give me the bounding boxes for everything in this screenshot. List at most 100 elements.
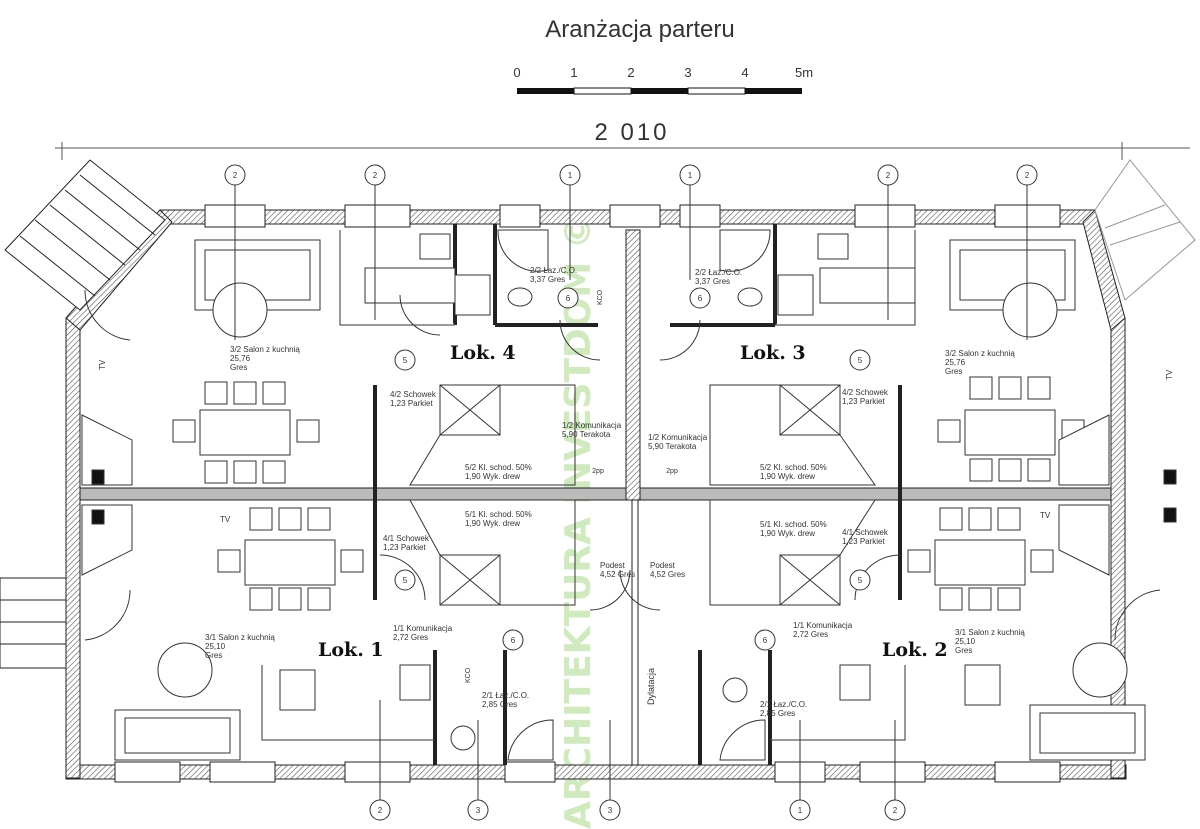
svg-text:1/2 Komunikacja: 1/2 Komunikacja bbox=[648, 433, 708, 442]
scale-bar: 0 1 2 3 4 5m bbox=[513, 65, 813, 95]
unit-label-lok-1: Lok. 1 bbox=[318, 639, 384, 661]
canopy-left bbox=[4, 159, 166, 311]
svg-text:Podest: Podest bbox=[600, 561, 626, 570]
svg-text:1,90 Wyk. drew: 1,90 Wyk. drew bbox=[465, 519, 520, 528]
svg-text:5/2 Kl. schod. 50%: 5/2 Kl. schod. 50% bbox=[760, 463, 827, 472]
doors bbox=[84, 289, 1161, 641]
tv-label: TV bbox=[98, 359, 107, 370]
svg-text:4/2 Schowek: 4/2 Schowek bbox=[842, 388, 889, 397]
svg-text:1,23 Parkiet: 1,23 Parkiet bbox=[842, 397, 885, 406]
partitions bbox=[373, 224, 902, 765]
axis-marker-labels: 2 2 1 1 2 2 2 3 3 1 2 bbox=[233, 171, 1030, 815]
svg-text:5/2 Kl. schod. 50%: 5/2 Kl. schod. 50% bbox=[465, 463, 532, 472]
svg-text:Gres: Gres bbox=[945, 367, 962, 376]
svg-text:3/1 Salon z kuchnią: 3/1 Salon z kuchnią bbox=[955, 628, 1025, 637]
svg-text:2,85 Gres: 2,85 Gres bbox=[760, 709, 795, 718]
axis-marker-label: 3 bbox=[608, 806, 613, 815]
room-label-r52-right: 5/2 Kl. schod. 50% 1,90 Wyk. drew bbox=[760, 463, 827, 481]
axis-marker-label: 3 bbox=[476, 806, 481, 815]
axis-marker-label: 2 bbox=[886, 171, 891, 180]
axis-marker-label: 2 bbox=[378, 806, 383, 815]
watermark: ARCHITEKTURA INVESTDOM © bbox=[558, 213, 599, 829]
dilatation-label: Dylatacja bbox=[646, 668, 656, 705]
svg-text:25,10: 25,10 bbox=[205, 642, 226, 651]
scale-label: 3 bbox=[684, 65, 691, 80]
inner-marker-label: 6 bbox=[763, 636, 768, 645]
room-label-r12-right: 1/2 Komunikacja 5,90 Terakota bbox=[648, 433, 708, 451]
svg-text:5/1 Kl. schod. 50%: 5/1 Kl. schod. 50% bbox=[465, 510, 532, 519]
room-label-r41-right: 4/1 Schowek 1,23 Parkiet bbox=[842, 528, 889, 546]
room-label-r21-left: 2/1 Łaz./C.O. 2,85 Gres bbox=[482, 691, 529, 709]
kco-label: KCO bbox=[597, 289, 604, 305]
room-label-podest-left: Podest 4,52 Gres bbox=[600, 561, 635, 579]
svg-text:1/1 Komunikacja: 1/1 Komunikacja bbox=[393, 624, 453, 633]
svg-text:5,90 Terakota: 5,90 Terakota bbox=[562, 430, 611, 439]
room-label-r42-right: 4/2 Schowek 1,23 Parkiet bbox=[842, 388, 889, 406]
svg-text:5,90 Terakota: 5,90 Terakota bbox=[648, 442, 697, 451]
svg-text:Podest: Podest bbox=[650, 561, 676, 570]
room-label-r22-left: 2/2 Łaz./C.O. 3,37 Gres bbox=[530, 266, 577, 284]
room-label-podest-right: Podest 4,52 Gres bbox=[650, 561, 685, 579]
axis-marker-label: 1 bbox=[798, 806, 803, 815]
svg-text:4/1 Schowek: 4/1 Schowek bbox=[383, 534, 430, 543]
svg-text:Gres: Gres bbox=[205, 651, 222, 660]
svg-text:Gres: Gres bbox=[955, 646, 972, 655]
svg-text:3/2 Salon z kuchnią: 3/2 Salon z kuchnią bbox=[230, 345, 300, 354]
staircase-lower bbox=[409, 499, 876, 606]
svg-text:3/2 Salon z kuchnią: 3/2 Salon z kuchnią bbox=[945, 349, 1015, 358]
axis-marker-label: 2 bbox=[1025, 171, 1030, 180]
inner-marker-label: 5 bbox=[858, 356, 863, 365]
scale-label: 2 bbox=[627, 65, 634, 80]
tv-label: TV bbox=[1165, 369, 1174, 380]
staircase-upper bbox=[409, 384, 876, 486]
room-label-r42-left: 4/2 Schowek 1,23 Parkiet bbox=[390, 390, 437, 408]
room-label-r51-right: 5/1 Kl. schod. 50% 1,90 Wyk. drew bbox=[760, 520, 827, 538]
pp-label: 2pp bbox=[592, 468, 604, 475]
svg-text:1,23 Parkiet: 1,23 Parkiet bbox=[842, 537, 885, 546]
svg-text:4,52 Gres: 4,52 Gres bbox=[650, 570, 685, 579]
dimension-label: 2 010 bbox=[594, 119, 669, 146]
svg-text:4,52 Gres: 4,52 Gres bbox=[600, 570, 635, 579]
room-label-r11-left: 1/1 Komunikacja 2,72 Gres bbox=[393, 624, 453, 642]
svg-text:3,37 Gres: 3,37 Gres bbox=[695, 277, 730, 286]
svg-text:2,72 Gres: 2,72 Gres bbox=[793, 630, 828, 639]
fireplace bbox=[81, 414, 1177, 576]
room-label-r32-left: 3/2 Salon z kuchnią 25,76 Gres bbox=[230, 345, 300, 372]
svg-text:1,23 Parkiet: 1,23 Parkiet bbox=[390, 399, 433, 408]
axis-marker-label: 1 bbox=[568, 171, 573, 180]
coffee-table bbox=[157, 282, 1128, 698]
svg-text:1,90 Wyk. drew: 1,90 Wyk. drew bbox=[465, 472, 520, 481]
room-label-r52-left: 5/2 Kl. schod. 50% 1,90 Wyk. drew bbox=[465, 463, 532, 481]
inner-marker-label: 6 bbox=[566, 294, 571, 303]
inner-marker-label: 6 bbox=[511, 636, 516, 645]
unit-label-lok-4: Lok. 4 bbox=[450, 342, 516, 364]
svg-text:2/2 Łaz./C.O.: 2/2 Łaz./C.O. bbox=[530, 266, 577, 275]
svg-text:25,76: 25,76 bbox=[945, 358, 966, 367]
room-label-r12-left: 1/2 Komunikacja 5,90 Terakota bbox=[562, 421, 622, 439]
room-label-r41-left: 4/1 Schowek 1,23 Parkiet bbox=[383, 534, 430, 552]
room-label-r31-left: 3/1 Salon z kuchnią 25,10 Gres bbox=[205, 633, 275, 660]
bathroom-fixtures bbox=[399, 229, 871, 761]
svg-text:5/1 Kl. schod. 50%: 5/1 Kl. schod. 50% bbox=[760, 520, 827, 529]
plan-title: Aranżacja parteru bbox=[545, 16, 734, 43]
canopy-right bbox=[1094, 159, 1196, 301]
svg-text:4/2 Schowek: 4/2 Schowek bbox=[390, 390, 437, 399]
inner-marker-label: 6 bbox=[698, 294, 703, 303]
inner-marker-labels: 5 5 6 6 5 5 6 6 bbox=[403, 294, 863, 645]
inner-marker-label: 5 bbox=[403, 356, 408, 365]
inner-marker-label: 5 bbox=[403, 576, 408, 585]
scale-label: 1 bbox=[570, 65, 577, 80]
axis-marker-label: 2 bbox=[373, 171, 378, 180]
svg-text:4/1 Schowek: 4/1 Schowek bbox=[842, 528, 889, 537]
axis-marker-label: 1 bbox=[688, 171, 693, 180]
room-label-r51-left: 5/1 Kl. schod. 50% 1,90 Wyk. drew bbox=[465, 510, 532, 528]
svg-text:2,72 Gres: 2,72 Gres bbox=[393, 633, 428, 642]
kco-label: KCO bbox=[465, 667, 472, 683]
svg-text:3/1 Salon z kuchnią: 3/1 Salon z kuchnią bbox=[205, 633, 275, 642]
room-label-r31-right: 3/1 Salon z kuchnią 25,10 Gres bbox=[955, 628, 1025, 655]
svg-text:25,76: 25,76 bbox=[230, 354, 251, 363]
svg-text:2/1 Łaz./C.O.: 2/1 Łaz./C.O. bbox=[482, 691, 529, 700]
svg-text:Gres: Gres bbox=[230, 363, 247, 372]
svg-text:1,90 Wyk. drew: 1,90 Wyk. drew bbox=[760, 529, 815, 538]
